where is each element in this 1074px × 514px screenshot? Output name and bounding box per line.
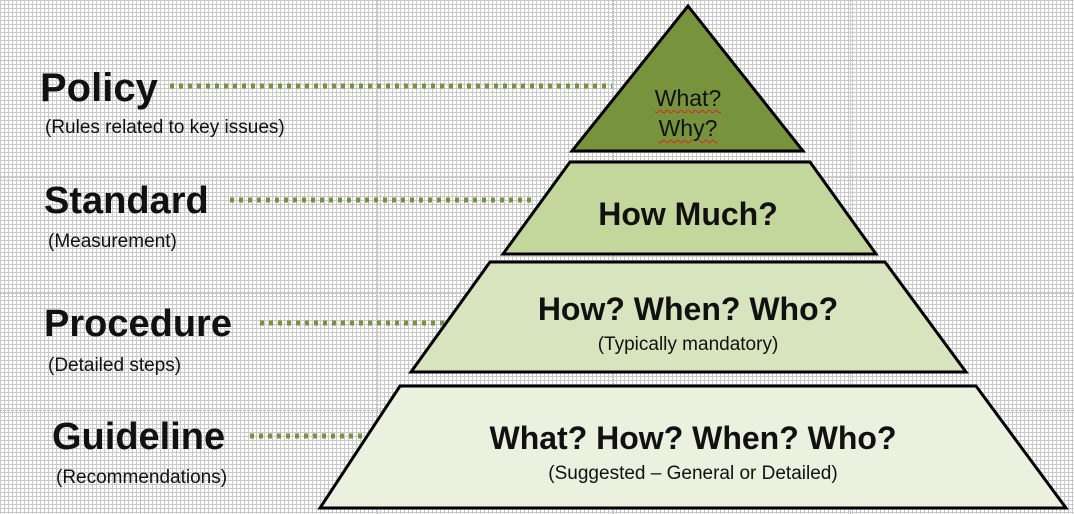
grid-line [850,0,851,514]
grid-line [140,0,141,514]
tier-policy-line-2: Why? [658,115,718,141]
tier-guideline [317,384,1069,510]
level-description-policy: (Rules related to key issues) [45,117,285,138]
tier-text-guideline: What? How? When? Who? (Suggested – Gener… [420,422,966,483]
grid-line [613,0,614,514]
grid-line [0,177,1074,178]
tier-procedure-line-2: (Typically mandatory) [597,334,779,355]
grid-line [0,60,1074,61]
tier-guideline-line-1: What? How? When? Who? [489,420,897,456]
level-name-guideline: Guideline [52,416,226,458]
tier-procedure-line-1: How? When? Who? [537,291,839,327]
tier-policy-line-1: What? [654,85,722,111]
tier-policy [568,3,807,153]
tier-text-standard: How Much? [540,198,836,230]
tier-text-procedure: How? When? Who? (Typically mandatory) [470,293,906,354]
tier-standard [500,160,879,256]
tier-guideline-line-2: (Suggested – General or Detailed) [548,463,838,484]
tier-standard-line-1: How Much? [598,196,778,232]
tier-text-policy: What? Why? [638,84,738,142]
level-description-procedure: (Detailed steps) [48,355,182,376]
level-name-procedure: Procedure [44,303,232,345]
level-description-guideline: (Recommendations) [56,467,228,488]
level-description-standard: (Measurement) [48,231,177,252]
tier-procedure [408,260,969,374]
level-name-policy: Policy [40,66,158,110]
level-name-standard: Standard [44,180,209,222]
grid-line [377,0,378,514]
